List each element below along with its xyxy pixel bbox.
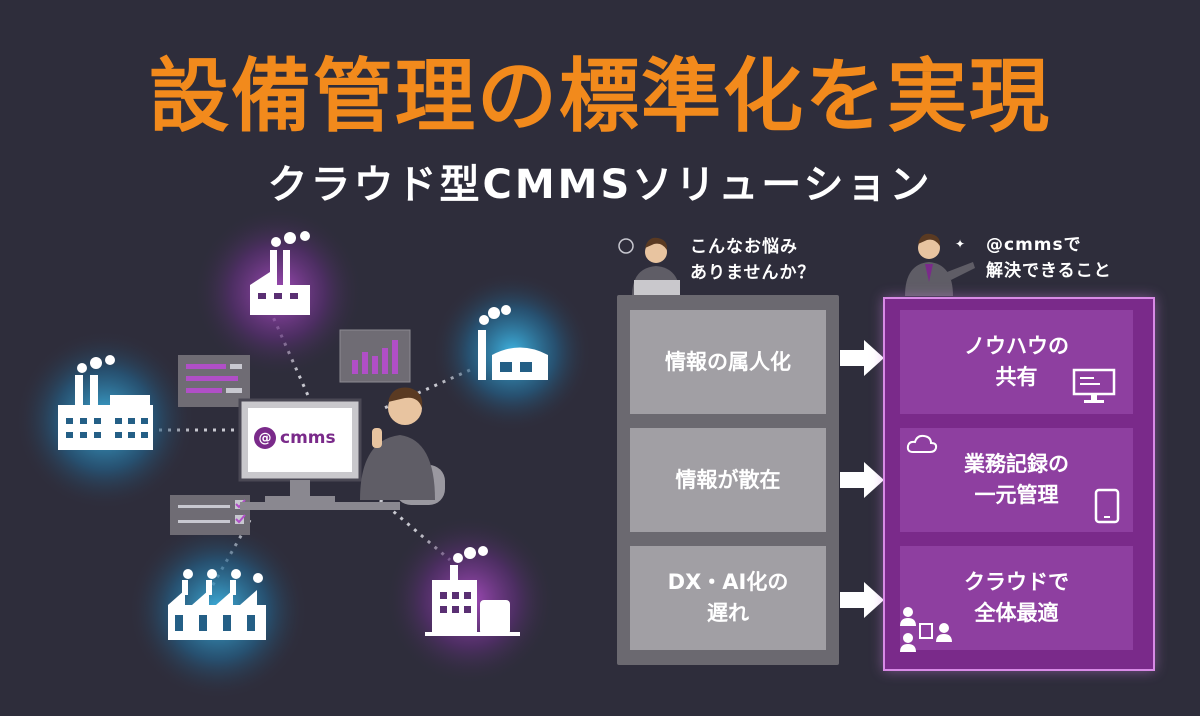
problem-item: 情報の属人化: [630, 310, 826, 414]
problem-item-line2: 遅れ: [706, 601, 749, 625]
cloud-icon: [906, 434, 938, 453]
solution-item: クラウドで全体最適: [900, 546, 1133, 650]
factory-icon-bottom-right: [425, 546, 520, 636]
page-title: 設備管理の標準化を実現: [149, 50, 1051, 143]
problem-item-line1: 情報が散在: [675, 467, 781, 492]
monitor-icon: [1072, 368, 1116, 403]
problems-caption-line1: こんなお悩み: [690, 237, 798, 257]
solution-item-line2: 全体最適: [974, 601, 1059, 625]
solution-item-line2: 共有: [995, 365, 1038, 389]
solutions-caption-line2: 解決できること: [986, 261, 1112, 281]
factory-icon-left: [58, 355, 153, 450]
warehouse-icon-right: [478, 305, 548, 380]
chart-panel: [339, 329, 411, 383]
worried-person-figure: [618, 237, 680, 300]
checklist-panel: [170, 495, 250, 535]
text-lines-panel: [178, 355, 250, 407]
problem-item-line1: DX・AI化の: [667, 570, 789, 594]
cmms-logo-symbol: @: [254, 427, 276, 449]
solutions-caption: @cmmsで 解決できること: [986, 232, 1112, 284]
tablet-icon: [1094, 488, 1120, 524]
problems-caption: こんなお悩み ありませんか？: [690, 234, 816, 286]
factory-icon-bottom-left: [168, 569, 266, 640]
office-worker-figure: [360, 387, 445, 505]
people-share-icon: [900, 607, 952, 652]
solution-item-line1: 業務記録の: [964, 452, 1069, 476]
problem-item-line1: 情報の属人化: [665, 349, 791, 374]
problems-caption-line2: ありませんか？: [690, 263, 816, 283]
presenter-figure: ✦: [905, 233, 975, 296]
cmms-logo-text: cmms: [280, 428, 336, 448]
solutions-caption-line1: @cmmsで: [986, 235, 1082, 255]
solution-item: 業務記録の一元管理: [900, 428, 1133, 532]
factory-icon-top: [250, 231, 310, 315]
arrow-right-icon: [840, 340, 884, 376]
problem-item: 情報が散在: [630, 428, 826, 532]
solution-item-line2: 一元管理: [974, 483, 1059, 507]
problem-item: DX・AI化の遅れ: [630, 546, 826, 650]
solution-item-line1: ノウハウの: [964, 334, 1069, 358]
arrow-right-icon: [840, 462, 884, 498]
page-subtitle: クラウド型CMMSソリューション: [267, 162, 933, 208]
cmms-logo: @ cmms: [254, 420, 344, 456]
svg-text:✦: ✦: [955, 237, 965, 251]
solution-item-line1: クラウドで: [964, 570, 1069, 594]
arrow-right-icon: [840, 582, 884, 618]
